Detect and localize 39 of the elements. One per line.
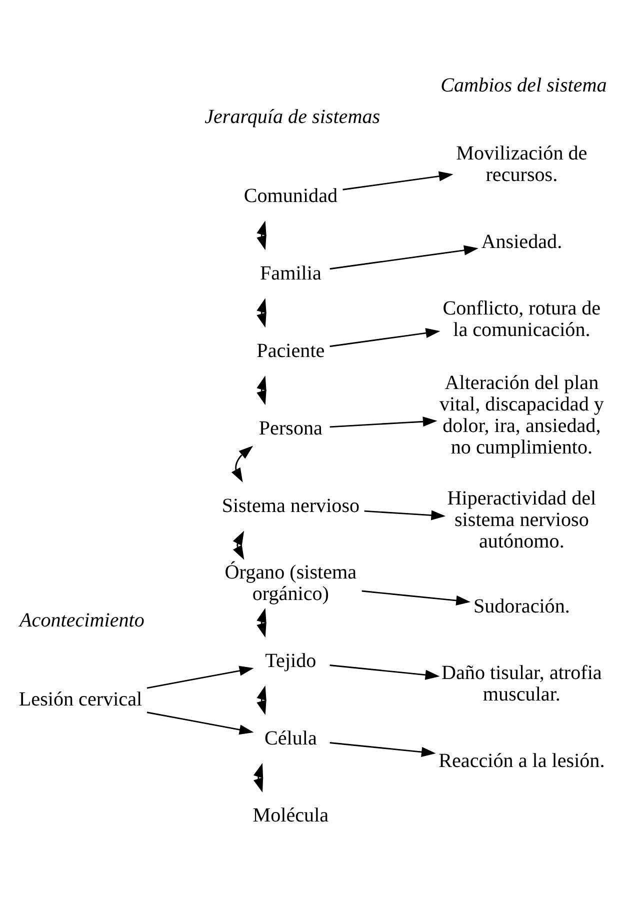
node-text: Molécula <box>252 804 329 826</box>
node-text: Órgano (sistema orgánico) <box>224 561 357 605</box>
node-text: Lesión cervical <box>18 688 142 710</box>
node-text: Persona <box>258 416 322 439</box>
node-text: Comunidad <box>244 184 338 206</box>
label: Cambios del sistema <box>440 74 607 96</box>
arrow <box>330 244 478 270</box>
node-text: Reacción a la lesión. <box>438 750 605 772</box>
node-text: Sistema nervioso <box>222 494 360 516</box>
node-text: Paciente <box>256 339 325 362</box>
arrow <box>342 170 454 190</box>
arrow <box>256 298 266 328</box>
arrow <box>362 590 471 606</box>
label: Jerarquía de sistemas <box>204 106 380 128</box>
node-text: Tejido <box>265 649 316 672</box>
node-text: Hiperactividad del sistema nervioso autónomo. <box>447 487 596 552</box>
node-text: Daño tisular, atrofia muscular. <box>442 661 602 706</box>
arrow <box>256 375 266 405</box>
arrow <box>232 530 244 560</box>
arrow <box>146 711 254 734</box>
node-text: Alteración del plan vital, discapacidad y dolor, ira, ansiedad, no cumplimiento. <box>439 372 604 458</box>
node-text: Conflicto, rotura de la comunicación. <box>442 297 601 341</box>
node-text: Familia <box>260 262 322 284</box>
arrow <box>330 664 440 680</box>
arrow <box>364 510 446 520</box>
arrow <box>256 220 266 250</box>
node-text: Ansiedad. <box>481 230 562 252</box>
arrow <box>256 685 266 715</box>
node-text: Movilización de recursos. <box>456 142 588 186</box>
arrow <box>330 416 438 428</box>
node-text: Sudoración. <box>473 594 570 617</box>
arrow <box>330 742 436 756</box>
arrow <box>253 762 264 792</box>
arrow <box>330 328 440 347</box>
arrow <box>256 608 266 638</box>
label: Acontecimiento <box>20 609 144 632</box>
arrow <box>231 445 254 482</box>
node-text: Célula <box>264 726 317 749</box>
arrow <box>146 665 254 688</box>
